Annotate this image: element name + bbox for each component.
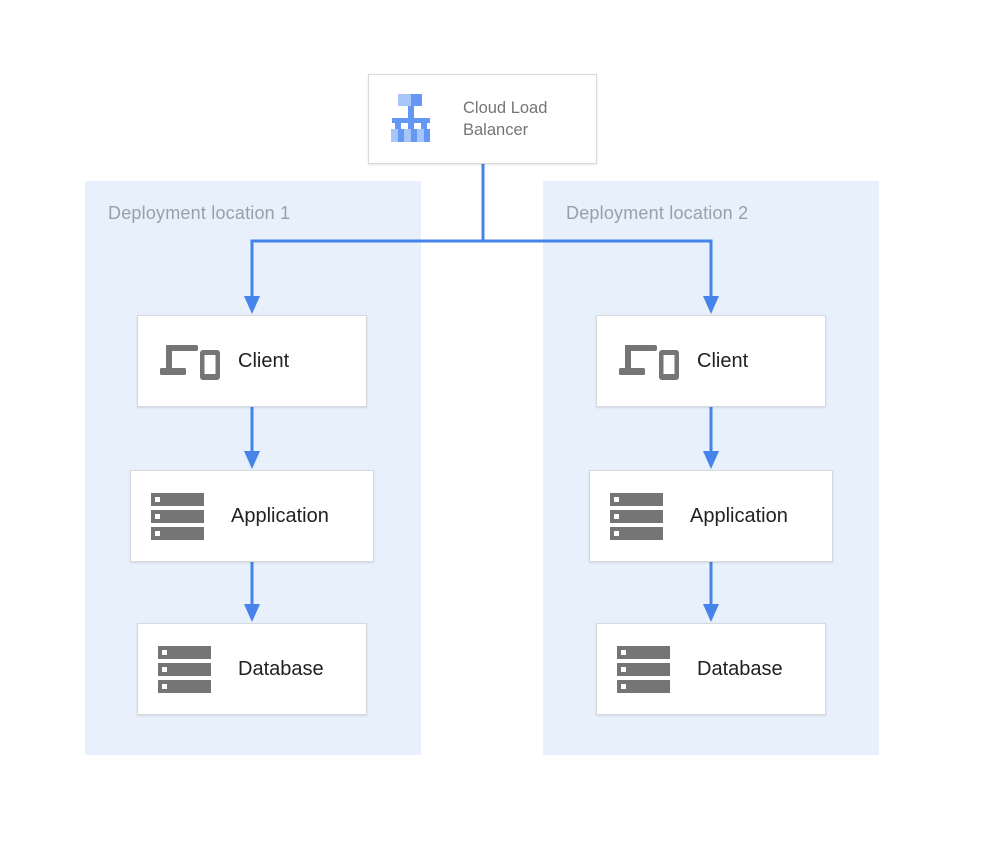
node-database-2: Database (596, 623, 826, 715)
devices-icon-svg (160, 345, 220, 380)
arrowheads (244, 296, 719, 622)
arrowhead-to-application-1 (244, 451, 260, 469)
server-stack-icon (617, 645, 681, 693)
node-application-1: Application (130, 470, 374, 562)
node-label: Client (238, 349, 290, 372)
cloud-load-balancer-icon-svg (391, 94, 430, 142)
arrowhead-to-client-1 (244, 296, 260, 314)
node-client-1: Client (137, 315, 367, 407)
devices-icon-svg (619, 345, 679, 380)
server-stack-icon-svg (610, 492, 663, 540)
node-label: Database (697, 657, 783, 680)
region-label: Deployment location 1 (108, 203, 291, 223)
node-client-2: Client (596, 315, 826, 407)
server-stack-icon-svg (151, 492, 204, 540)
arrowhead-to-client-2 (703, 296, 719, 314)
devices-icon (158, 338, 222, 384)
node-label: Application (231, 504, 329, 527)
connector-fanout (250, 239, 713, 298)
server-stack-icon-svg (617, 645, 670, 693)
cloud-load-balancer-icon (387, 93, 449, 145)
server-stack-icon (151, 492, 215, 540)
server-stack-icon (158, 645, 222, 693)
arrowhead-to-database-1 (244, 604, 260, 622)
arrowhead-to-application-2 (703, 451, 719, 469)
arrowhead-to-database-2 (703, 604, 719, 622)
node-label: Database (238, 657, 324, 680)
node-database-1: Database (137, 623, 367, 715)
connector-paths (250, 164, 713, 606)
node-label: Client (697, 349, 749, 372)
node-cloud-load-balancer: Cloud Load Balancer (368, 74, 597, 164)
server-stack-icon-svg (158, 645, 211, 693)
node-application-2: Application (589, 470, 833, 562)
server-stack-icon (610, 492, 674, 540)
devices-icon (617, 338, 681, 384)
node-label: Application (690, 504, 788, 527)
node-label: Cloud Load Balancer (463, 98, 548, 139)
region-label: Deployment location 2 (566, 203, 749, 223)
